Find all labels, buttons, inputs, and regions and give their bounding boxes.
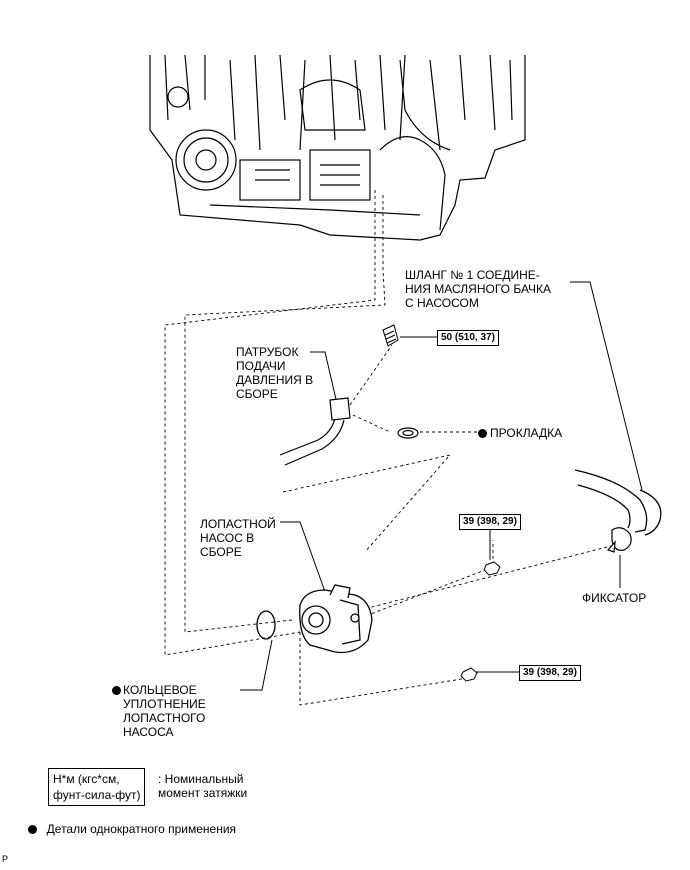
reservoir-to-pump-hose [574, 469, 662, 536]
label-clamp: ФИКСАТОР [582, 591, 647, 605]
hose-clamp [606, 527, 632, 553]
non-reusable-dot [28, 825, 37, 834]
engine-block [149, 54, 526, 241]
torque-nut-upper: 39 (398, 29) [459, 514, 521, 530]
label-pressure-feed-tube: ПАТРУБОК ПОДАЧИ ДАВЛЕНИЯ В СБОРЕ [236, 345, 314, 401]
label-o-ring: КОЛЬЦЕВОЕ УПЛОТНЕНИЕ ЛОПАСТНОГО НАСОСА [112, 683, 233, 739]
nut-upper [483, 561, 501, 576]
label-o-ring-text: КОЛЬЦЕВОЕ УПЛОТНЕНИЕ ЛОПАСТНОГО НАСОСА [123, 683, 206, 739]
nut-lower [460, 667, 478, 682]
corner-mark: P [2, 854, 9, 864]
label-gasket-text: ПРОКЛАДКА [490, 426, 563, 440]
gasket [397, 427, 419, 439]
union-bolt [382, 324, 399, 347]
legend-torque-description: : Номинальный момент затяжки [158, 772, 248, 800]
torque-union-bolt: 50 (510, 37) [437, 330, 499, 346]
label-gasket: ПРОКЛАДКА [478, 426, 562, 440]
legend-non-reusable-text: Детали однократного применения [46, 822, 237, 836]
label-hose-no1: ШЛАНГ № 1 СОЕДИНЕ- НИЯ МАСЛЯНОГО БАЧКА С… [405, 268, 551, 310]
vane-pump [299, 584, 373, 654]
legend-non-reusable: Детали однократного применения [28, 822, 236, 836]
label-vane-pump: ЛОПАСТНОЙ НАСОС В СБОРЕ [200, 517, 276, 559]
legend-torque-box: Н*м (кгс*см, фунт-сила-фут) [48, 768, 146, 806]
leader-lines [240, 281, 643, 691]
torque-nut-lower: 39 (398, 29) [519, 665, 581, 681]
non-reusable-dot [478, 429, 487, 438]
dashed-guides [164, 190, 616, 706]
non-reusable-dot [112, 686, 121, 695]
pressure-feed-tube [279, 397, 351, 466]
pump-o-ring [256, 610, 276, 640]
